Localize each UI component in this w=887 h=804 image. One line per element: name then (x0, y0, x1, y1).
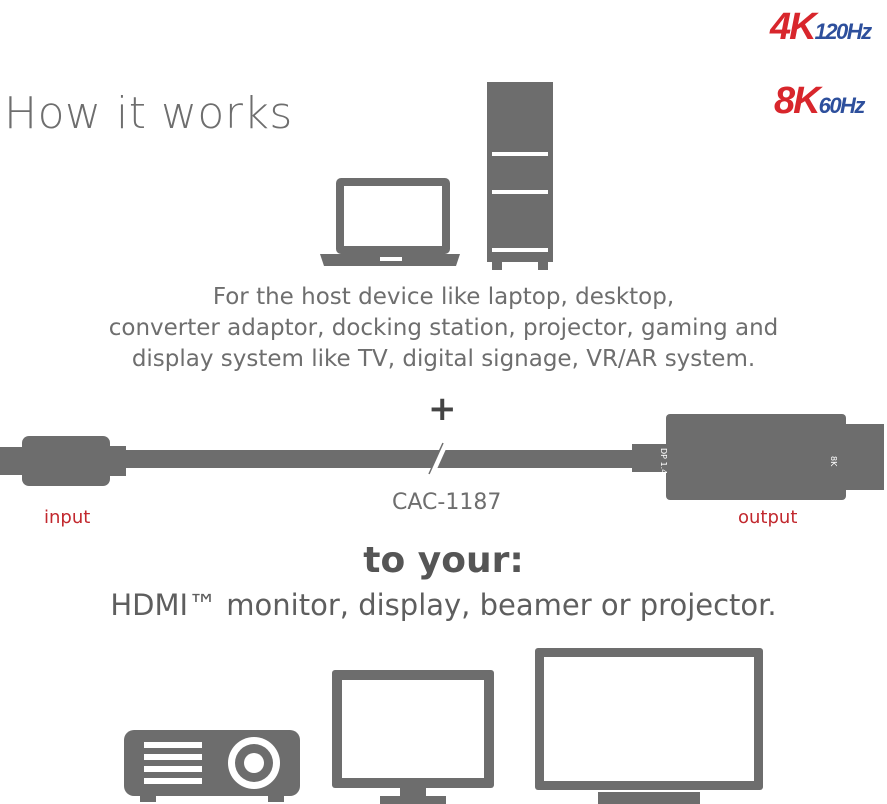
badge-4k-120hz: 4K120Hz (770, 6, 873, 48)
badge-8k-60hz: 8K60Hz (774, 80, 866, 122)
projector-icon (124, 730, 300, 802)
host-line-3: display system like TV, digital signage,… (131, 346, 756, 372)
to-your-heading: to your: (363, 540, 524, 581)
badge-4k-label: 4K (770, 6, 817, 48)
badge-60hz-label: 60Hz (818, 93, 866, 118)
tv-icon (535, 648, 763, 804)
badge-8k-label: 8K (774, 80, 821, 122)
badge-120hz-label: 120Hz (814, 19, 873, 44)
host-description: For the host device like laptop, desktop… (0, 282, 887, 375)
target-devices-text: HDMI™ monitor, display, beamer or projec… (110, 588, 777, 622)
monitor-icon (332, 670, 494, 804)
desktop-tower-icon (487, 82, 553, 270)
input-label: input (44, 507, 91, 528)
model-number: CAC-1187 (392, 490, 502, 515)
cable-icon (0, 414, 884, 500)
host-line-1: For the host device like laptop, desktop… (212, 284, 675, 310)
connector-label-dp: DP 1.4 (659, 448, 668, 475)
output-label: output (738, 507, 798, 528)
plus-sign: + (428, 389, 457, 429)
laptop-icon (320, 178, 460, 266)
host-line-2: converter adaptor, docking station, proj… (108, 315, 779, 341)
page-title: How it works (4, 88, 293, 139)
connector-label-8k: 8K (829, 456, 838, 467)
